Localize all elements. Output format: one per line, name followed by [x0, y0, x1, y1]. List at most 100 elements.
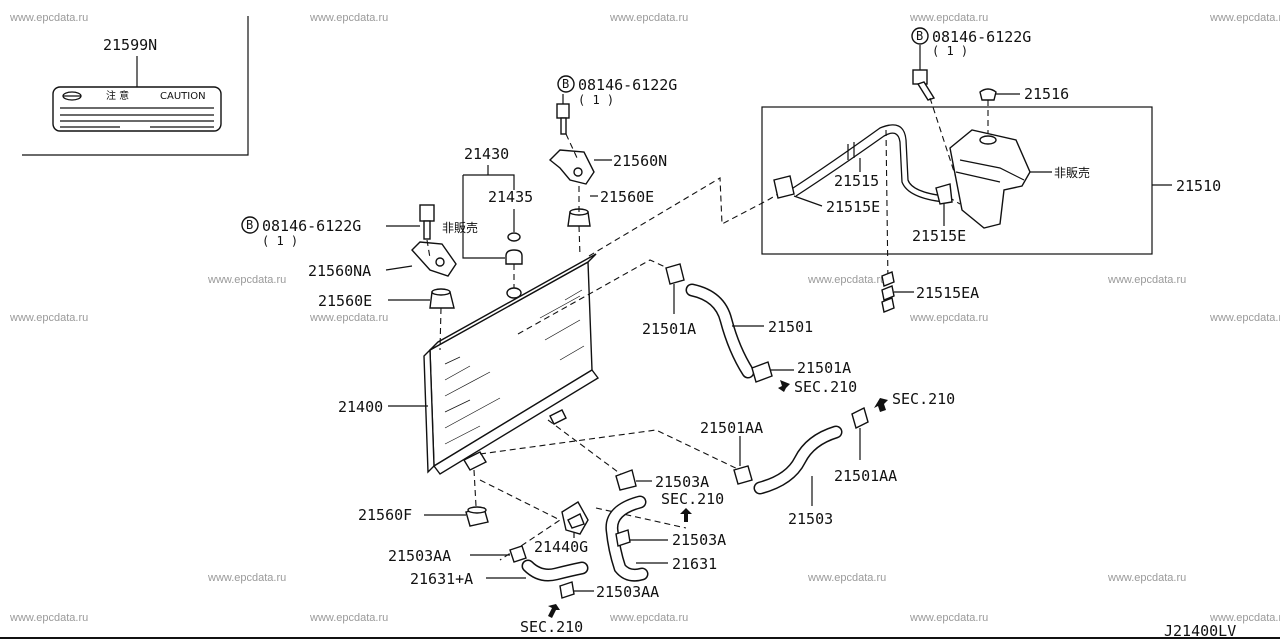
- watermark: www.epcdata.ru: [909, 312, 988, 324]
- overflow-hose: [789, 124, 945, 197]
- part-label-21560E-left: 21560E: [318, 292, 372, 310]
- reservoir-rib: [959, 159, 1025, 181]
- arrow-icon: [680, 508, 692, 522]
- detail-box: [761, 106, 1153, 255]
- mounting-bracket-icon: [411, 241, 457, 277]
- part-label-21435: 21435: [488, 188, 533, 206]
- mount-top: [467, 506, 487, 514]
- bracket-hole-icon: [573, 167, 583, 177]
- reservoir-cap-icon: [979, 88, 997, 101]
- arrow-icon: [778, 380, 790, 392]
- radiator-top-tank: [429, 253, 597, 351]
- bracket-clip-icon: [567, 513, 585, 529]
- radiator-side-tank: [423, 348, 435, 474]
- bolt-part-no: 08146-6122G: [262, 217, 361, 235]
- part-label-21440G: 21440G: [534, 538, 588, 556]
- b-symbol-icon: [911, 27, 929, 45]
- arrow-icon: [548, 604, 560, 618]
- hose-clamp-icon: [615, 529, 631, 547]
- leader-line: [385, 265, 413, 271]
- hose-clamp-icon: [751, 361, 773, 383]
- watermark: www.epcdata.ru: [309, 612, 388, 624]
- overflow-hose-inner: [795, 132, 945, 203]
- watermark: www.epcdata.ru: [807, 274, 886, 286]
- part-label-21501A-2: 21501A: [797, 359, 851, 377]
- clip-icon: [881, 285, 895, 301]
- hose-clamp-icon: [851, 406, 869, 430]
- watermark: www.epcdata.ru: [609, 612, 688, 624]
- hose-body-fill: [755, 427, 841, 493]
- bolt-head-icon: [419, 204, 435, 222]
- inset-frame: [22, 16, 249, 156]
- b-symbol-icon: [241, 216, 259, 234]
- lower-hose-21503[interactable]: 21501AA 21503 21501AA SEC.210: [700, 390, 955, 528]
- watermark: www.epcdata.ru: [609, 12, 688, 24]
- part-label-21560E-top: 21560E: [600, 188, 654, 206]
- bolt-part-no: 08146-6122G: [578, 76, 677, 94]
- mount-21560E-top[interactable]: 21560E: [567, 188, 654, 227]
- watermark: www.epcdata.ru: [207, 274, 286, 286]
- part-label-21503A-1: 21503A: [655, 473, 709, 491]
- part-label-21430: 21430: [464, 145, 509, 163]
- bolt-callout-left[interactable]: B 08146-6122G ( 1 ): [241, 204, 435, 248]
- part-label-21560NA: 21560NA: [308, 262, 371, 280]
- radiator-cap-icon: [505, 249, 523, 265]
- caution-label: [52, 86, 222, 132]
- caution-label-inset[interactable]: 21599N 注 意 CAUTION: [22, 16, 249, 156]
- clips-21515EA[interactable]: 21515EA: [881, 271, 979, 313]
- watermark: www.epcdata.ru: [9, 312, 88, 324]
- mount-21560E-left[interactable]: 21560E: [318, 288, 455, 310]
- hose-clamp-icon: [665, 263, 685, 285]
- hose-clamp-icon: [733, 465, 753, 485]
- bracket-21560N[interactable]: 21560N: [548, 149, 667, 185]
- bracket-21440G[interactable]: 21440G: [534, 501, 589, 556]
- radiator-21400[interactable]: 21400: [338, 253, 600, 475]
- radiator-cap-group[interactable]: 21430 21435 非販売: [442, 145, 533, 265]
- part-label-21510: 21510: [1176, 177, 1221, 195]
- radiator-fins: [444, 289, 585, 445]
- hose-21631A[interactable]: 21503AA 21631+A 21503AA SEC.210: [388, 545, 659, 636]
- clip-icon: [881, 297, 895, 313]
- bolt-callout-right[interactable]: B 08146-6122G ( 1 ): [911, 27, 1031, 101]
- watermark: www.epcdata.ru: [207, 572, 286, 584]
- not-sold-label: 非販売: [442, 220, 478, 235]
- watermark: www.epcdata.ru: [909, 12, 988, 24]
- clip-icon: [881, 271, 895, 287]
- reservoir-tank-21510[interactable]: 21510 非販売 21516 21515 21515E 21515E: [761, 85, 1221, 255]
- bolt-shank-icon: [423, 220, 431, 240]
- hose-clamp-icon: [935, 183, 953, 205]
- upper-hose-21501[interactable]: 21501A 21501 21501A SEC.210: [642, 263, 857, 396]
- sec-210-ref: SEC.210: [892, 390, 955, 408]
- watermark: www.epcdata.ru: [309, 312, 388, 324]
- hose-clamp-icon: [615, 469, 637, 491]
- part-label-21515EA: 21515EA: [916, 284, 979, 302]
- part-label-21503AA-2: 21503AA: [596, 583, 659, 601]
- part-label-21560N: 21560N: [613, 152, 667, 170]
- reservoir-neck-icon: [979, 135, 997, 145]
- part-label-21515E-1: 21515E: [826, 198, 880, 216]
- bolt-shank-icon: [560, 117, 567, 135]
- watermark: www.epcdata.ru: [309, 12, 388, 24]
- watermarks: www.epcdata.ru www.epcdata.ru www.epcdat…: [9, 12, 1280, 624]
- part-label-21599N: 21599N: [103, 36, 157, 54]
- diagram-code: J21400LV: [1164, 622, 1236, 640]
- bypass-hose-21631[interactable]: 21503A SEC.210 21503A 21631: [605, 469, 726, 582]
- mount-21560F[interactable]: 21560F: [358, 506, 489, 527]
- part-label-21400: 21400: [338, 398, 383, 416]
- part-label-21501: 21501: [768, 318, 813, 336]
- b-symbol-icon: [557, 75, 575, 93]
- watermark: www.epcdata.ru: [807, 572, 886, 584]
- watermark: www.epcdata.ru: [1209, 312, 1280, 324]
- watermark: www.epcdata.ru: [9, 12, 88, 24]
- lower-outlet-icon: [549, 409, 567, 425]
- bolt-head-icon: [556, 103, 570, 119]
- bracket-hole-icon: [435, 257, 445, 267]
- bracket-21560NA[interactable]: 21560NA: [308, 241, 457, 280]
- reservoir-rib: [955, 171, 1001, 183]
- bolt-qty: ( 1 ): [262, 234, 298, 248]
- sec-210-ref: SEC.210: [520, 618, 583, 636]
- part-label-21501AA-1: 21501AA: [700, 419, 763, 437]
- bolt-callout-top[interactable]: B 08146-6122G ( 1 ): [556, 75, 677, 135]
- watermark: www.epcdata.ru: [1209, 612, 1280, 624]
